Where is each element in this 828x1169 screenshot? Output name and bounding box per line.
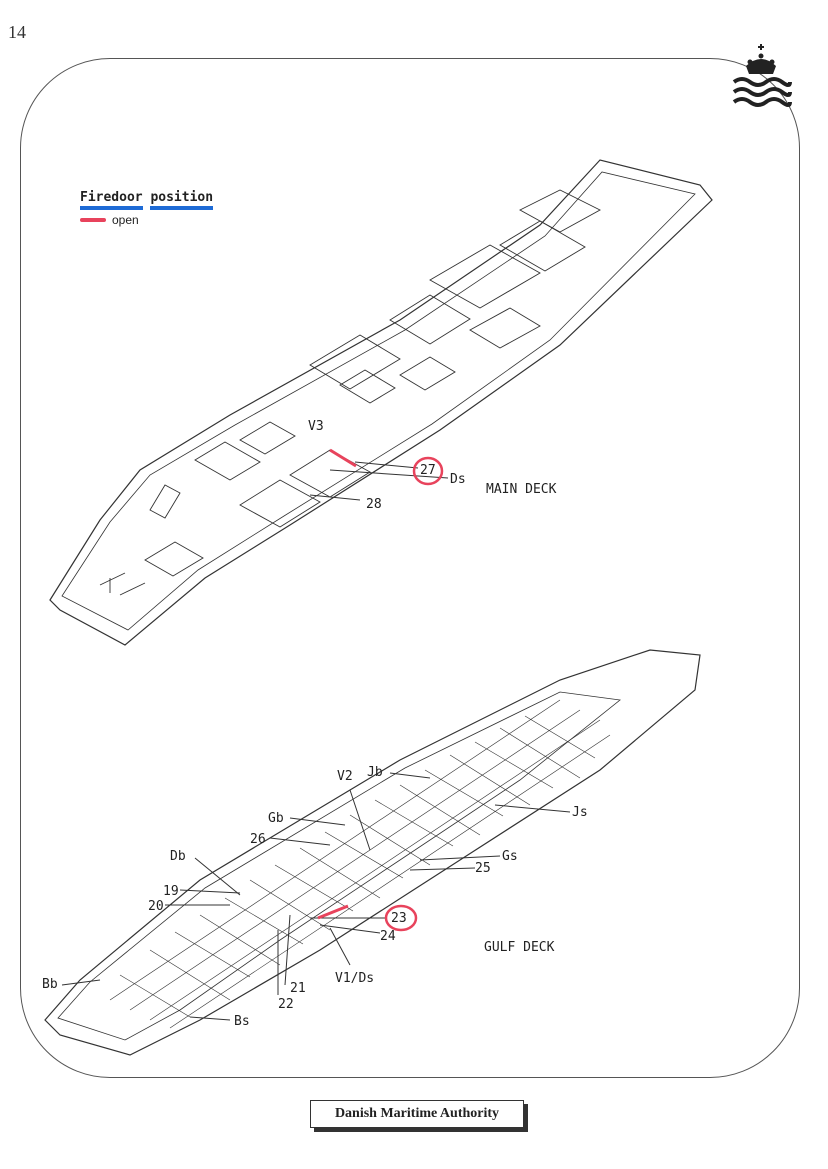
gulf-deck-label-js: Js [572,805,588,820]
gulf-deck-label-bs: Bs [234,1014,250,1029]
legend-label-open: open [112,213,139,227]
main-deck-title: MAIN DECK [486,482,557,497]
gulf-deck-label-26: 26 [250,832,266,847]
main-deck-label-28: 28 [366,497,382,512]
legend-item-open: open [80,213,213,227]
main-deck-drawing [49,159,713,646]
drawing-frame [20,58,800,1078]
main-deck-door28-leader [309,494,361,501]
gulf-deck-leaders [61,772,571,1021]
main-deck-bulkheads [99,189,601,596]
main-deck-door27-highlight [412,456,444,486]
main-deck-label-ds: Ds [450,472,466,487]
legend-title: Firedoor position [80,190,214,210]
gulf-deck-door23-highlight [384,904,418,932]
main-deck-hull-outline [49,159,713,646]
gulf-deck-label-jb: Jb [367,765,383,780]
legend-title-word1: Firedoor [80,190,143,210]
page-number: 14 [8,22,26,42]
gulf-deck-label-v2: V2 [337,769,353,784]
gulf-deck-label-19: 19 [163,884,179,899]
gulf-deck-label-24: 24 [380,929,396,944]
gulf-deck-label-25: 25 [475,861,491,876]
gulf-deck-open-door-mark [317,904,349,920]
main-deck-door27-leader [354,461,419,469]
gulf-deck-label-21: 21 [290,981,306,996]
footer-authority-name: Danish Maritime Authority [310,1100,524,1128]
main-deck-ds-leader [329,469,449,479]
gulf-deck-drawing [44,649,701,1056]
main-deck-label-27: 27 [420,463,436,478]
gulf-deck-title: GULF DECK [484,940,555,955]
gulf-deck-label-db: Db [170,849,186,864]
gulf-deck-label-bb: Bb [42,977,58,992]
gulf-deck-label-22: 22 [278,997,294,1012]
gulf-deck-label-20: 20 [148,899,164,914]
main-deck-inner-outline [61,171,696,631]
gulf-deck-label-gb: Gb [268,811,284,826]
gulf-deck-label-gs: Gs [502,849,518,864]
legend-swatch-open [80,218,106,222]
gulf-deck-label-23: 23 [391,911,407,926]
gulf-deck-hull-outline [44,649,701,1056]
legend-title-word2: position [150,190,214,210]
main-deck-open-door-mark [329,448,357,468]
gulf-deck-tank-grid [109,699,611,1029]
authority-crest-icon [732,44,792,107]
gulf-deck-inner-outline [57,691,621,1041]
gulf-deck-label-v1ds: V1/Ds [335,971,374,986]
firedoor-legend: Firedoor position open [80,190,214,227]
main-deck-label-v3: V3 [308,419,324,434]
